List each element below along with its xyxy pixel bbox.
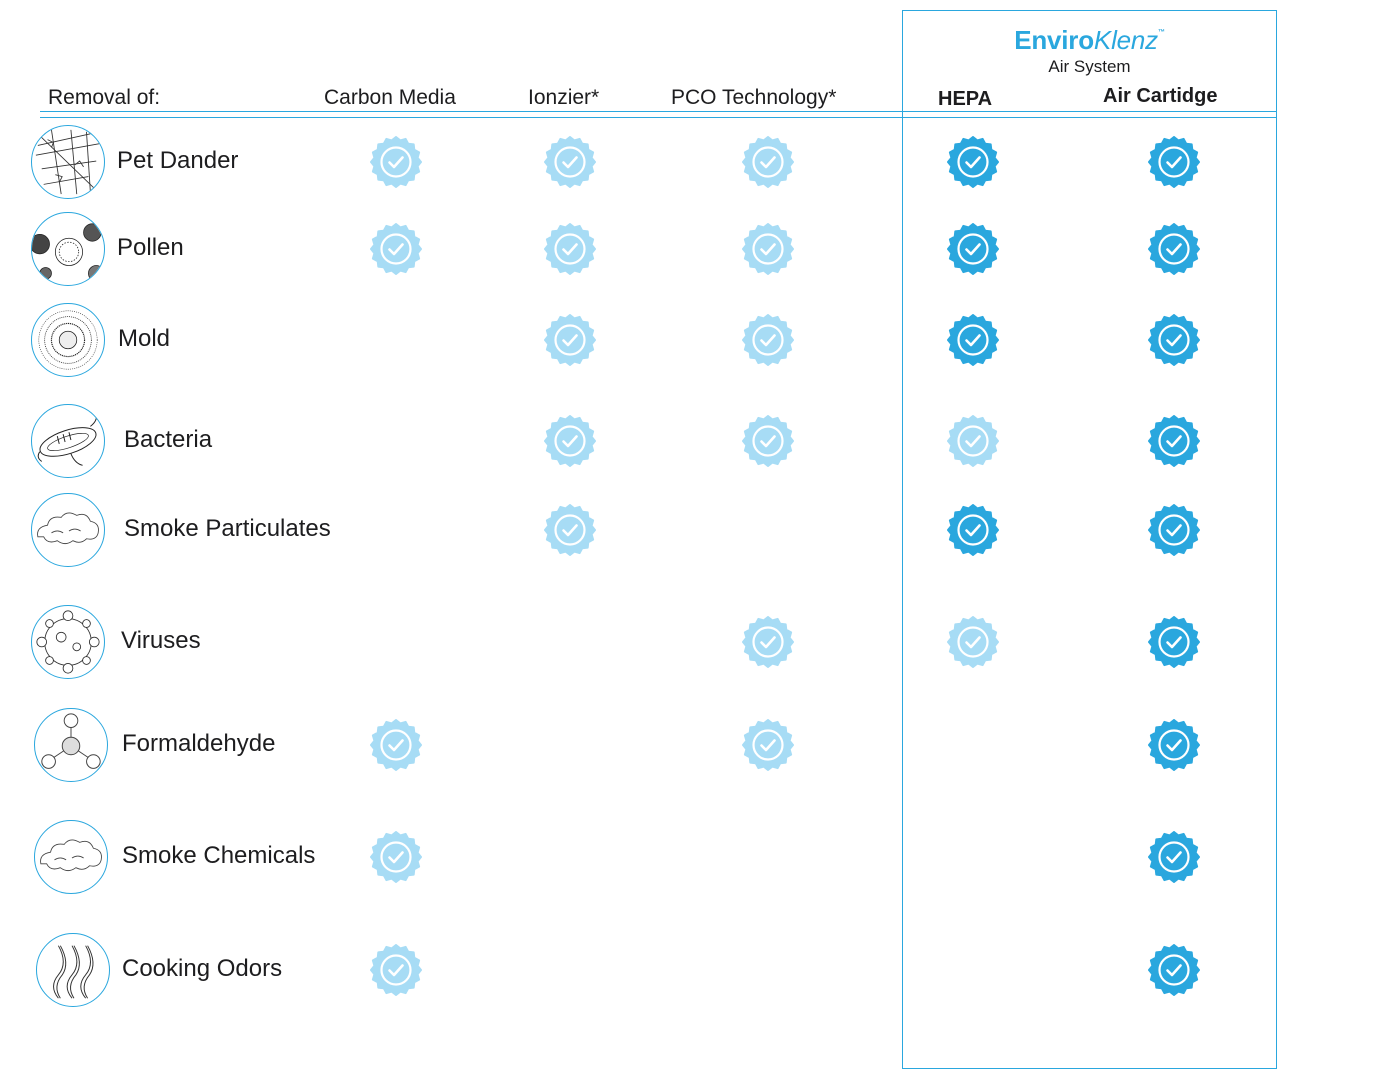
pet-dander-icon (31, 125, 105, 199)
column-header-ionizer: Ionzier* (528, 86, 600, 109)
check-badge-icon (742, 223, 794, 275)
molecule-icon (34, 708, 108, 782)
check-badge-icon (370, 223, 422, 275)
row-label-pet-dander: Pet Dander (117, 147, 239, 174)
check-badge-icon (742, 314, 794, 366)
smoke-cloud-icon (34, 820, 108, 894)
check-badge-icon (1148, 136, 1200, 188)
check-badge-icon (742, 616, 794, 668)
check-badge-icon (947, 415, 999, 467)
check-badge-icon (544, 415, 596, 467)
enviroklenz-column-box: EnviroKlenz™ Air System (902, 10, 1277, 1069)
check-badge-icon (544, 136, 596, 188)
brand-subtitle: Air System (1048, 57, 1131, 76)
check-badge-icon (947, 136, 999, 188)
check-badge-icon (742, 415, 794, 467)
removal-of-label: Removal of: (48, 86, 161, 109)
check-badge-icon (370, 136, 422, 188)
check-badge-icon (947, 504, 999, 556)
smoke-cloud-icon (31, 493, 105, 567)
row-label-cooking-odors: Cooking Odors (122, 955, 283, 982)
brand-logo: EnviroKlenz™ (1014, 25, 1165, 55)
check-badge-icon (544, 504, 596, 556)
check-badge-icon (1148, 223, 1200, 275)
row-label-mold: Mold (118, 325, 171, 352)
row-label-bacteria: Bacteria (124, 426, 213, 453)
row-label-smoke-particulates: Smoke Particulates (124, 515, 331, 542)
row-label-formaldehyde: Formaldehyde (122, 730, 276, 757)
bacteria-icon (31, 404, 105, 478)
check-badge-icon (370, 831, 422, 883)
odor-waves-icon (36, 933, 110, 1007)
check-badge-icon (1148, 415, 1200, 467)
check-badge-icon (947, 314, 999, 366)
row-label-smoke-chemicals: Smoke Chemicals (122, 842, 316, 869)
check-badge-icon (742, 719, 794, 771)
column-header-pco-technology: PCO Technology* (671, 86, 837, 109)
row-label-viruses: Viruses (121, 627, 201, 654)
check-badge-icon (1148, 314, 1200, 366)
check-badge-icon (1148, 719, 1200, 771)
column-header-air-cartridge: Air Cartidge (1103, 85, 1218, 107)
check-badge-icon (947, 223, 999, 275)
mold-icon (31, 303, 105, 377)
column-header-carbon-media: Carbon Media (324, 86, 456, 109)
check-badge-icon (1148, 831, 1200, 883)
header-rule-top (40, 111, 1277, 112)
check-badge-icon (370, 944, 422, 996)
header-rule-bottom (40, 117, 1277, 118)
check-badge-icon (544, 223, 596, 275)
check-badge-icon (1148, 944, 1200, 996)
row-label-pollen: Pollen (117, 234, 184, 261)
check-badge-icon (947, 616, 999, 668)
check-badge-icon (1148, 616, 1200, 668)
column-header-hepa: HEPA (938, 88, 993, 110)
virus-icon (31, 605, 105, 679)
check-badge-icon (544, 314, 596, 366)
check-badge-icon (1148, 504, 1200, 556)
check-badge-icon (370, 719, 422, 771)
check-badge-icon (742, 136, 794, 188)
pollen-icon (31, 212, 105, 286)
